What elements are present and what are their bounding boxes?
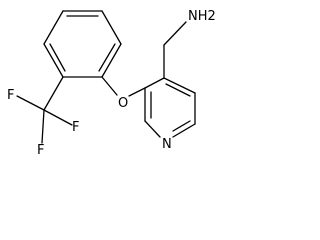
phenyl-ring [43, 10, 122, 78]
trifluoromethyl-group [16, 76, 73, 144]
fluorine-label-3: F [37, 143, 44, 155]
bond-phenyl-3 [101, 43, 122, 78]
bond-pyridine-5 [144, 120, 161, 138]
bond-c-f2 [43, 109, 73, 126]
bond-phenyl-6 [43, 10, 64, 45]
bond-phenyl-double-2 [98, 43, 116, 72]
fluorine-label-1: F [7, 88, 14, 103]
amine-label: NH2 [188, 9, 216, 24]
bond-ring-to-cf3 [43, 76, 64, 111]
pyridine-nitrogen-label: N [162, 137, 172, 152]
bond-c-f1 [16, 95, 45, 111]
bond-c-f3 [41, 109, 45, 144]
fluorine-label-2: F [72, 120, 79, 135]
pyridine-ring [144, 77, 196, 138]
bond-o-to-pyridine [128, 87, 146, 97]
molecule-structure: NH2 O N F F F [7, 9, 216, 155]
bond-phenyl-to-o [101, 76, 118, 96]
ether-linkage [101, 76, 146, 97]
bond-phenyl-double-3 [49, 43, 66, 72]
bond-ch2-to-n [163, 21, 187, 46]
bond-phenyl-5 [43, 43, 64, 78]
bond-pyridine-2 [163, 77, 196, 94]
bond-pyridine-1 [144, 77, 165, 89]
bond-phenyl-2 [101, 10, 122, 45]
bond-pyridine-4 [172, 123, 196, 138]
bond-pyridine-double-1 [165, 83, 191, 97]
aminomethyl-group [163, 21, 187, 79]
bond-pyridine-double-2 [172, 120, 191, 132]
ether-oxygen-label: O [118, 96, 128, 111]
